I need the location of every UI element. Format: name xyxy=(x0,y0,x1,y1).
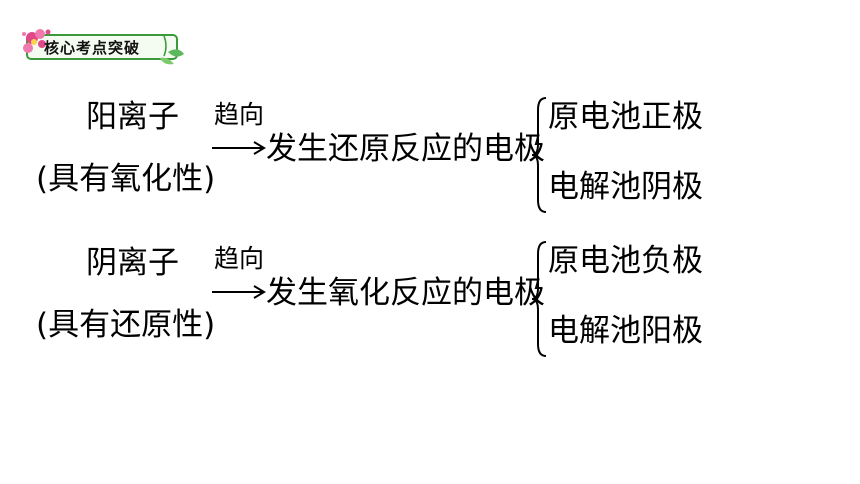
branch-item: 电解池阳极 xyxy=(548,313,703,349)
cation-label: 阳离子 xyxy=(86,99,179,135)
arrow-label: 趋向 xyxy=(214,244,265,273)
section-badge: 核心考点突破 xyxy=(18,26,186,66)
branch-item: 原电池正极 xyxy=(548,99,703,135)
flower-icon xyxy=(22,29,184,65)
anion-property: (具有还原性) xyxy=(36,307,216,343)
curly-brace-icon xyxy=(531,97,547,213)
branch-item: 原电池负极 xyxy=(548,243,703,279)
curly-brace-icon xyxy=(531,241,547,357)
badge-label: 核心考点突破 xyxy=(44,39,141,57)
electrode-label: 发生氧化反应的电极 xyxy=(266,275,545,311)
electrode-label: 发生还原反应的电极 xyxy=(266,131,545,167)
arrow-label: 趋向 xyxy=(214,100,265,129)
badge-frame xyxy=(26,34,178,60)
right-arrow-icon xyxy=(212,141,266,155)
anion-label: 阴离子 xyxy=(86,245,179,281)
right-arrow-icon xyxy=(212,285,266,299)
branch-item: 电解池阴极 xyxy=(548,169,703,205)
cation-property: (具有氧化性) xyxy=(36,161,216,197)
